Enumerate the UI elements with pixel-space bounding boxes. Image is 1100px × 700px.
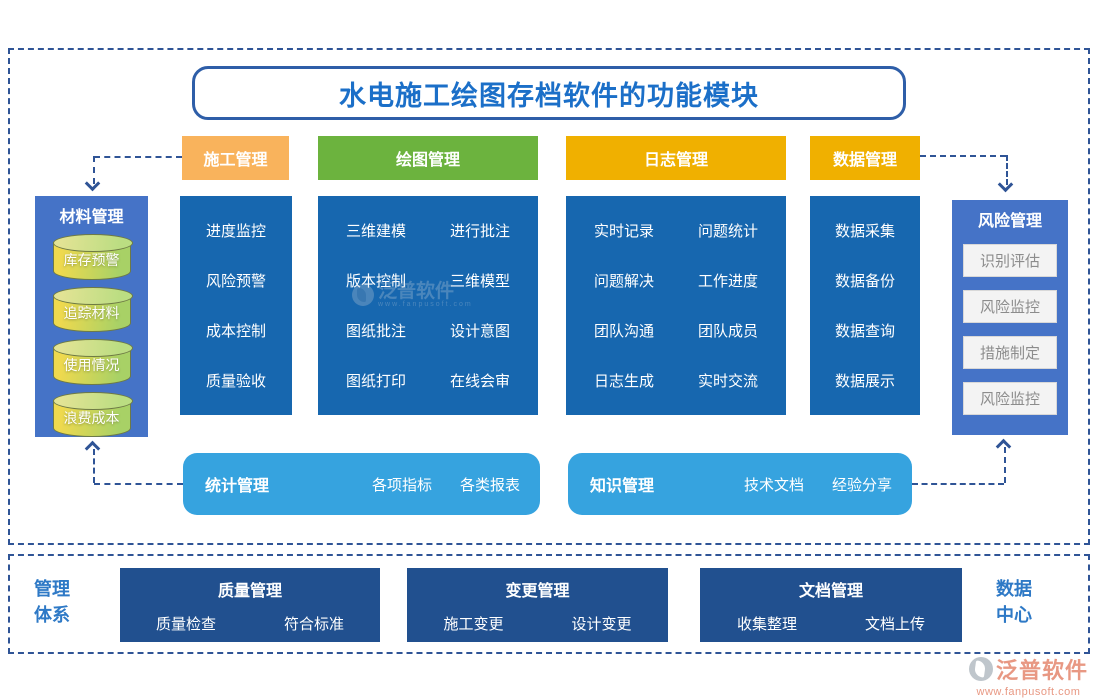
column-item: 图纸批注 bbox=[345, 322, 406, 340]
database-cylinder-icon: 追踪材料 bbox=[52, 286, 133, 332]
stats-item: 各类报表 bbox=[459, 476, 520, 494]
connector-line bbox=[94, 156, 182, 158]
document-management-title: 文档管理 bbox=[798, 583, 863, 600]
management-system-region-border bbox=[8, 554, 1090, 654]
column-item: 图纸打印 bbox=[345, 372, 406, 390]
risk-management-box: 风险管理 识别评估 风险监控 措施制定 风险监控 bbox=[952, 200, 1068, 435]
risk-item: 风险监控 bbox=[963, 382, 1057, 415]
header-data-management: 数据管理 bbox=[810, 136, 920, 180]
knowledge-item: 经验分享 bbox=[831, 476, 892, 494]
label-line: 体系 bbox=[34, 605, 70, 626]
column-item: 数据查询 bbox=[834, 322, 895, 340]
diagram-title: 水电施工绘图存档软件的功能模块 bbox=[339, 80, 759, 111]
label-line: 中心 bbox=[996, 605, 1032, 626]
label-line: 管理 bbox=[34, 579, 70, 599]
column-item: 团队沟通 bbox=[593, 322, 654, 340]
header-construction-management: 施工管理 bbox=[182, 136, 289, 180]
knowledge-item: 技术文档 bbox=[743, 476, 804, 494]
document-item: 收集整理 bbox=[736, 616, 797, 633]
column-item: 风险预警 bbox=[205, 273, 266, 291]
database-cylinder-icon: 浪费成本 bbox=[52, 391, 133, 437]
header-label: 施工管理 bbox=[203, 152, 268, 169]
column-item: 工作进度 bbox=[697, 273, 758, 291]
material-management-box: 材料管理 库存预警 追踪材料 使用情况 浪费成本 bbox=[35, 196, 148, 437]
knowledge-management-title: 知识管理 bbox=[590, 478, 655, 495]
column-item: 团队成员 bbox=[697, 322, 758, 340]
column-item: 三维模型 bbox=[449, 273, 510, 291]
column-item: 三维建模 bbox=[345, 223, 406, 241]
column-item: 问题统计 bbox=[697, 223, 758, 241]
risk-item: 措施制定 bbox=[963, 336, 1057, 369]
column-item: 数据备份 bbox=[834, 273, 895, 291]
risk-management-title: 风险管理 bbox=[977, 213, 1042, 230]
document-item: 文档上传 bbox=[865, 616, 926, 633]
management-system-label: 管理 体系 bbox=[24, 576, 80, 628]
column-item: 进度监控 bbox=[205, 223, 266, 241]
change-item: 设计变更 bbox=[571, 616, 632, 633]
label-line: 数据 bbox=[996, 579, 1032, 599]
column-item: 实时记录 bbox=[593, 223, 654, 241]
risk-item: 识别评估 bbox=[963, 244, 1057, 277]
quality-item: 符合标准 bbox=[284, 616, 345, 633]
material-management-title: 材料管理 bbox=[59, 209, 124, 226]
column-item: 在线会审 bbox=[449, 372, 510, 390]
change-management-title: 变更管理 bbox=[505, 583, 570, 600]
diagram-title-box: 水电施工绘图存档软件的功能模块 bbox=[192, 66, 906, 120]
connector-line bbox=[920, 155, 1006, 157]
construction-management-column: 进度监控 风险预警 成本控制 质量验收 bbox=[180, 196, 292, 415]
statistics-management-box: 统计管理 各项指标 各类报表 bbox=[183, 453, 540, 515]
knowledge-management-box: 知识管理 技术文档 经验分享 bbox=[568, 453, 912, 515]
risk-item: 风险监控 bbox=[963, 290, 1057, 323]
column-item: 数据采集 bbox=[834, 223, 895, 241]
quality-management-title: 质量管理 bbox=[217, 583, 282, 600]
header-label: 日志管理 bbox=[643, 152, 708, 169]
database-cylinder-icon: 库存预警 bbox=[52, 234, 133, 280]
connector-line bbox=[94, 483, 183, 485]
fanpu-logo-icon bbox=[968, 657, 993, 681]
function-modules-region-border bbox=[8, 48, 1090, 545]
column-item: 质量验收 bbox=[205, 372, 266, 390]
column-item: 版本控制 bbox=[345, 273, 406, 291]
stats-item: 各项指标 bbox=[371, 476, 432, 494]
statistics-management-title: 统计管理 bbox=[205, 478, 270, 495]
column-item: 进行批注 bbox=[449, 223, 510, 241]
column-item: 日志生成 bbox=[593, 372, 654, 390]
connector-line bbox=[93, 156, 95, 184]
header-label: 数据管理 bbox=[832, 152, 897, 169]
fanpu-brand-name: 泛普软件 bbox=[995, 658, 1088, 683]
quality-management-box: 质量管理 质量检查 符合标准 bbox=[120, 568, 380, 642]
column-item: 成本控制 bbox=[205, 322, 266, 340]
header-log-management: 日志管理 bbox=[566, 136, 786, 180]
connector-line bbox=[1006, 155, 1008, 185]
cylinder-label: 库存预警 bbox=[63, 252, 120, 269]
connector-line bbox=[1004, 447, 1006, 483]
database-cylinder-icon: 使用情况 bbox=[52, 339, 133, 385]
quality-item: 质量检查 bbox=[155, 616, 216, 633]
log-management-column: 实时记录 问题统计 问题解决 工作进度 团队沟通 团队成员 日志生成 实时交流 bbox=[566, 196, 786, 415]
fanpu-footer-logo: 泛普软件 www.fanpusoft.com bbox=[968, 653, 1088, 698]
cylinder-label: 追踪材料 bbox=[63, 304, 120, 321]
column-item: 数据展示 bbox=[834, 372, 895, 390]
data-management-column: 数据采集 数据备份 数据查询 数据展示 bbox=[810, 196, 920, 415]
drawing-management-column: 三维建模 进行批注 版本控制 三维模型 图纸批注 设计意图 图纸打印 在线会审 bbox=[318, 196, 538, 415]
column-item: 实时交流 bbox=[697, 372, 758, 390]
column-item: 问题解决 bbox=[593, 273, 654, 291]
document-management-box: 文档管理 收集整理 文档上传 bbox=[700, 568, 962, 642]
column-item: 设计意图 bbox=[449, 322, 510, 340]
cylinder-label: 使用情况 bbox=[63, 357, 120, 374]
change-management-box: 变更管理 施工变更 设计变更 bbox=[407, 568, 668, 642]
connector-line bbox=[912, 483, 1004, 485]
data-center-label: 数据 中心 bbox=[986, 576, 1042, 628]
cylinder-label: 浪费成本 bbox=[63, 409, 120, 426]
header-drawing-management: 绘图管理 bbox=[318, 136, 538, 180]
change-item: 施工变更 bbox=[443, 616, 504, 633]
header-label: 绘图管理 bbox=[395, 152, 460, 169]
fanpu-website-url: www.fanpusoft.com bbox=[976, 686, 1081, 698]
connector-line bbox=[93, 449, 95, 483]
